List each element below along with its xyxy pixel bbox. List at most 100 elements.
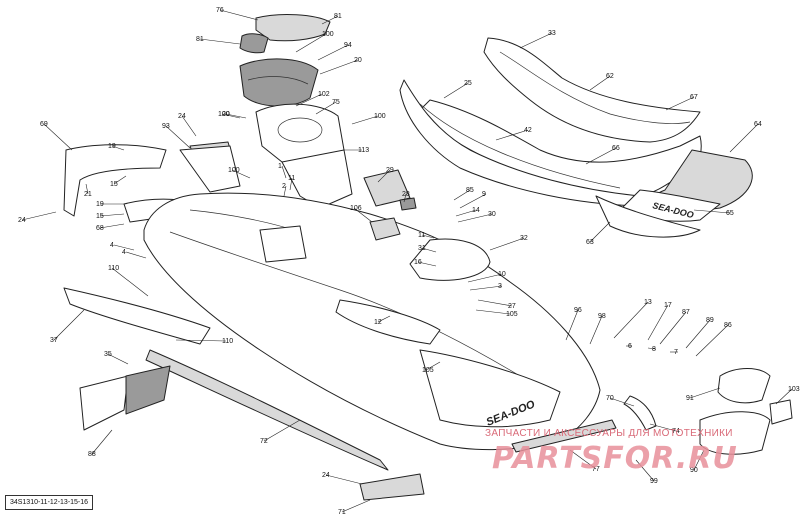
callout-leader	[585, 147, 617, 165]
callout-number-28: 28	[402, 191, 410, 198]
callout-leader	[21, 211, 57, 221]
cover-94	[239, 58, 319, 107]
callout-number-9: 9	[482, 191, 486, 198]
callout-number-81: 81	[196, 36, 204, 43]
callout-number-20: 20	[354, 57, 362, 64]
callout-number-87: 87	[682, 309, 690, 316]
callout-number-86: 86	[724, 322, 732, 329]
watermark-logo: PARTSFOR.RU	[492, 441, 738, 476]
callout-leader	[113, 244, 135, 251]
callout-number-24: 24	[18, 217, 26, 224]
callout-leader	[519, 32, 553, 49]
callout-leader	[659, 311, 687, 345]
callout-number-8: 8	[652, 346, 656, 353]
callout-number-75: 75	[332, 99, 340, 106]
rear-handle-32	[409, 238, 491, 281]
callout-number-12: 12	[374, 319, 382, 326]
callout-leader	[107, 353, 129, 365]
callout-number-103: 103	[788, 386, 800, 393]
callout-leader	[263, 419, 301, 442]
diagram-code-label: 34S1310-11-12-13-15-16	[5, 495, 93, 510]
callout-number-100: 100	[228, 167, 240, 174]
callout-leader	[457, 213, 493, 223]
callout-leader	[231, 169, 251, 179]
callout-leader	[377, 169, 391, 183]
callout-number-100: 100	[322, 31, 334, 38]
callout-leader	[689, 387, 721, 399]
footwell	[335, 299, 441, 345]
cone-90	[699, 411, 771, 455]
callout-number-74: 74	[672, 428, 680, 435]
callout-number-70: 70	[606, 395, 614, 402]
callout-number-100: 100	[374, 113, 386, 120]
callout-number-15: 15	[110, 181, 118, 188]
bumper-70	[623, 395, 657, 431]
callout-number-1: 1	[278, 163, 282, 170]
callout-leader	[565, 309, 579, 341]
callout-number-31: 31	[418, 245, 426, 252]
callout-number-102: 102	[318, 91, 330, 98]
callout-number-29: 29	[386, 167, 394, 174]
callout-number-25: 25	[464, 80, 472, 87]
callout-number-11: 11	[418, 232, 425, 239]
callout-leader	[53, 309, 85, 341]
callout-leader	[99, 223, 125, 229]
pipe-77	[511, 419, 617, 453]
callout-leader	[685, 319, 711, 349]
callout-number-96: 96	[574, 307, 582, 314]
side-panel-88-b	[125, 365, 171, 415]
callout-leader	[181, 115, 197, 137]
glove-box	[259, 225, 307, 263]
callout-leader	[635, 459, 655, 482]
callout-number-42: 42	[524, 127, 532, 134]
callout-number-110: 110	[222, 338, 233, 345]
callout-leader	[693, 209, 731, 214]
callout-number-69: 69	[40, 121, 48, 128]
callout-number-71: 71	[338, 509, 346, 516]
callout-leader	[281, 165, 287, 179]
callout-number-37: 37	[50, 337, 58, 344]
callout-number-67: 67	[690, 94, 698, 101]
callout-leader	[647, 304, 669, 341]
callout-number-99: 99	[650, 478, 658, 485]
callout-number-85: 85	[466, 187, 474, 194]
callout-number-93: 93	[162, 123, 170, 130]
callout-leader	[421, 234, 435, 239]
callout-number-19: 19	[96, 201, 104, 208]
side-sponson-37	[63, 287, 211, 345]
callout-number-72: 72	[260, 438, 268, 445]
watermark-caption: ЗАПЧАСТИ И АКСЕССУАРЫ ДЛЯ МОТОТЕХНИКИ	[485, 428, 733, 439]
callout-number-91: 91	[686, 395, 694, 402]
side-panel-88-a	[79, 375, 129, 431]
callout-leader	[489, 237, 525, 251]
callout-leader	[43, 123, 73, 151]
callout-leader	[569, 449, 597, 470]
callout-leader	[111, 267, 149, 297]
front-panel-69	[63, 144, 167, 217]
callout-number-63: 63	[586, 239, 594, 246]
callout-leader	[295, 33, 327, 53]
seat-cover-33	[483, 37, 701, 143]
callout-number-106: 106	[350, 205, 362, 212]
callout-number-105: 105	[506, 311, 518, 318]
rub-rail-72	[145, 349, 389, 471]
callout-number-33: 33	[548, 30, 556, 37]
callout-number-17: 17	[664, 302, 672, 309]
callout-leader	[455, 209, 477, 217]
callout-number-89: 89	[706, 317, 714, 324]
callout-leader	[351, 115, 379, 125]
callout-leader	[469, 285, 503, 291]
callout-number-81: 81	[334, 13, 342, 20]
callout-leader	[221, 113, 241, 119]
callout-leader	[589, 75, 611, 91]
storage-lid-106	[369, 217, 401, 241]
callout-leader	[325, 474, 363, 485]
callout-leader	[589, 221, 611, 243]
callout-leader	[91, 429, 113, 455]
callout-leader	[199, 38, 241, 45]
callout-number-64: 64	[754, 121, 762, 128]
callout-leader	[775, 388, 793, 405]
callout-leader	[225, 113, 247, 119]
latch-28	[399, 197, 417, 211]
